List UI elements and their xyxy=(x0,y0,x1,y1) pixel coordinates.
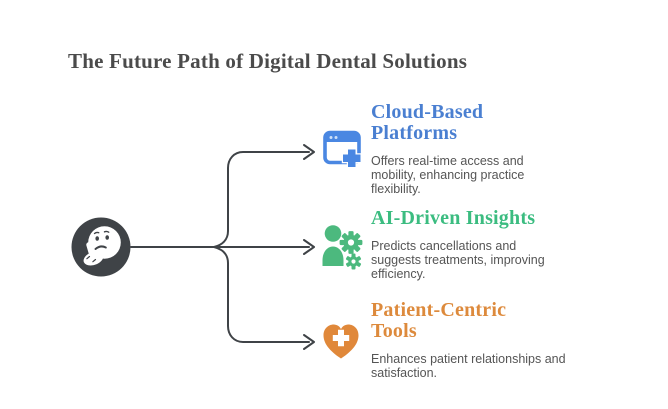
item-description: Enhances patient relationships and satis… xyxy=(371,352,566,380)
heart-with-cross-icon xyxy=(323,324,359,359)
browser-window-medical-plus-icon xyxy=(323,130,362,169)
arrowhead-bottom xyxy=(303,334,315,350)
item-description: Offers real-time access and mobility, en… xyxy=(371,154,525,196)
item-ai-driven-insights: AI-Driven Insights Predicts cancellation… xyxy=(371,207,616,282)
branch-lines xyxy=(130,144,315,350)
arrowhead-top xyxy=(303,144,315,160)
item-title: Cloud-Based Platforms xyxy=(371,101,484,144)
item-cloud-based-platforms: Cloud-Based Platforms Offers real-time a… xyxy=(371,101,616,197)
item-title: Patient-Centric Tools xyxy=(371,299,507,342)
item-title: AI-Driven Insights xyxy=(371,207,536,229)
item-description: Predicts cancellations and suggests trea… xyxy=(371,239,545,281)
arrowhead-middle xyxy=(303,239,315,255)
item-patient-centric-tools: Patient-Centric Tools Enhances patient r… xyxy=(371,299,616,381)
user-with-gears-icon xyxy=(322,225,363,270)
thinking-face-icon xyxy=(71,217,131,277)
page-title: The Future Path of Digital Dental Soluti… xyxy=(68,49,468,73)
